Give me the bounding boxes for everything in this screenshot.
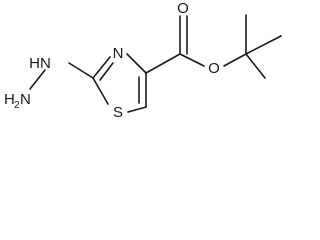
bond-ester-o-cq xyxy=(223,53,247,67)
atom-ring-n: N xyxy=(113,45,124,62)
bond-carbonyl-ester-o xyxy=(179,53,205,67)
bond-c2-n3-inner xyxy=(99,62,114,81)
bond-cq-me-right xyxy=(245,35,282,55)
atom-ring-s: S xyxy=(113,104,123,121)
atom-nh2-subscript: 2 xyxy=(14,100,20,111)
bond-n3-c4 xyxy=(126,53,147,74)
bond-c2-nh xyxy=(68,62,94,79)
bond-c5-s1 xyxy=(127,106,147,113)
atom-hn: HN xyxy=(29,55,51,72)
bond-c4-carbonyl xyxy=(145,53,181,74)
molecule-structure: HN H 2 N N S O O xyxy=(4,0,282,121)
atom-ester-o: O xyxy=(208,60,220,77)
bond-s1-c2 xyxy=(92,77,109,105)
bond-c2-n3 xyxy=(92,56,111,79)
atom-nh2-n: N xyxy=(20,91,31,108)
bond-cq-me-bottom xyxy=(245,53,266,79)
atom-carbonyl-o: O xyxy=(177,0,189,17)
bond-nh-nh2 xyxy=(29,69,46,90)
atom-nh2-h: H xyxy=(4,91,15,108)
structure-canvas: HN H 2 N N S O O xyxy=(0,0,292,126)
